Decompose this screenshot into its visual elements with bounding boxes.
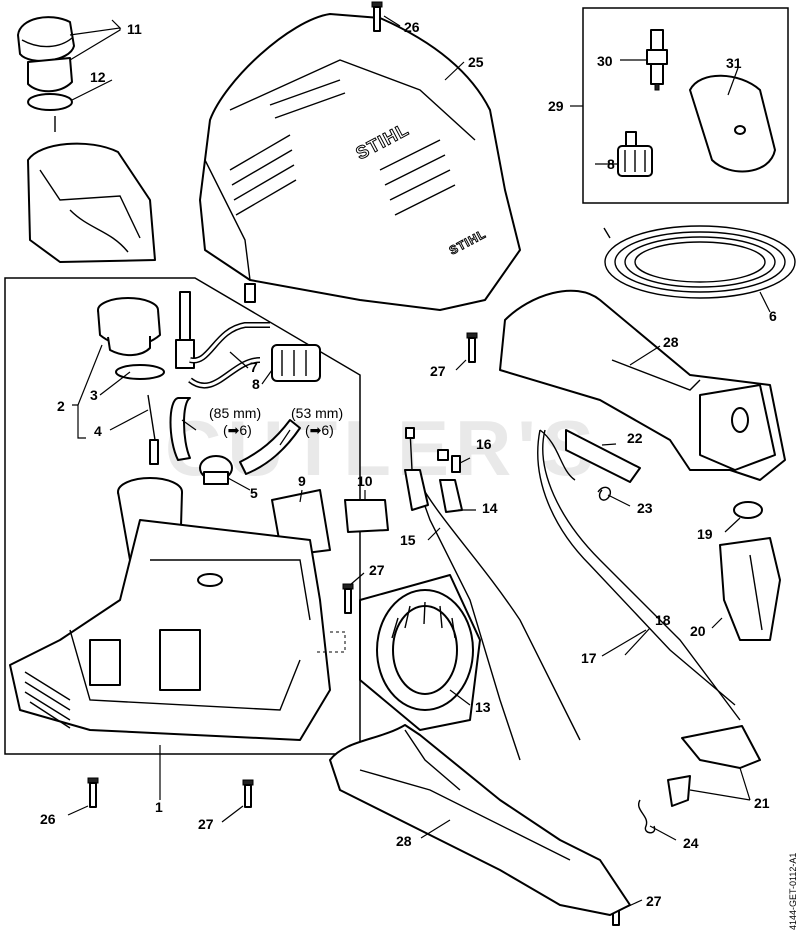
callout-22: 22 [627,430,643,446]
starter-rope [603,225,796,299]
callout-20: 20 [690,623,706,639]
cables [404,427,741,761]
pickup-weight [149,439,159,465]
hose-85mm [169,397,191,461]
callout-2: 2 [57,398,65,414]
callout-28-upper: 28 [663,334,679,350]
callout-31: 31 [726,55,742,71]
fuel-filter-kit [617,131,653,177]
primer-bulb [199,455,233,485]
callout-25: 25 [468,54,484,70]
hose-length-85: (85 mm) [209,405,261,421]
housing-group-frame [4,277,361,755]
callout-14: 14 [482,500,498,516]
torsion-spring [638,799,656,834]
switch-bar [565,429,641,483]
fuel-pickup [147,394,156,441]
handle-lower [329,724,631,916]
watermark-text: CUTLER'S [165,404,600,492]
callout-24: 24 [683,835,699,851]
screw-handle [466,332,478,363]
screw-top [371,1,383,32]
callout-26-top: 26 [404,19,420,35]
hose-53mm [239,419,301,475]
callout-4: 4 [94,423,102,439]
callout-15: 15 [400,532,416,548]
leader-lines [67,15,771,911]
handle-upper [499,289,786,481]
air-filter [689,74,776,173]
hose-ref-85: (➡6) [223,422,252,438]
callout-6: 6 [769,308,777,324]
grommet [733,501,763,519]
o-ring [115,364,165,380]
callout-12: 12 [90,69,106,85]
hose-ref-53: (➡6) [305,422,334,438]
callout-27-lower: 27 [646,893,662,909]
callout-1: 1 [155,799,163,815]
callout-9: 9 [298,473,306,489]
engine-cover: STIHL STIHL [199,13,521,311]
housing-grille [24,671,71,729]
callout-27-handle: 27 [430,363,446,379]
callout-23: 23 [637,500,653,516]
callout-29: 29 [548,98,564,114]
callout-27-bottom: 27 [198,816,214,832]
callout-7: 7 [250,359,258,375]
callout-17: 17 [581,650,597,666]
label-plate [344,499,389,533]
fuel-line-assembly [175,291,321,389]
throttle-trigger [667,775,691,807]
cover-vents [229,79,456,216]
callout-16: 16 [476,436,492,452]
callout-8-kit: 8 [607,156,615,172]
callout-19: 19 [697,526,713,542]
screw-bottom-left [87,777,99,808]
spark-plug [646,29,668,91]
callout-30: 30 [597,53,613,69]
callouts: 11 12 26 25 30 31 29 8 6 28 27 7 8 3 2 4… [40,19,777,909]
fan-shroud [359,574,481,731]
screw-bottom-mid [242,779,254,808]
callout-21: 21 [754,795,770,811]
callout-11: 11 [127,21,142,37]
callout-27-mid: 27 [369,562,385,578]
document-id: 4144-GET-0112-A1 [788,853,798,930]
spring-clip [597,486,612,501]
main-housing [9,477,331,741]
callout-26-bottom: 26 [40,811,56,827]
callout-13: 13 [475,699,491,715]
callout-28-lower: 28 [396,833,412,849]
callout-10: 10 [357,473,373,489]
dashed-connector [315,631,346,653]
callout-3: 3 [90,387,98,403]
callout-5: 5 [250,485,258,501]
tank-cap [97,297,161,356]
callout-18: 18 [655,612,671,628]
hose-length-53: (53 mm) [291,405,343,421]
bracket [719,537,781,641]
fuel-cap-detail [17,16,156,263]
callout-8: 8 [252,376,260,392]
switch-screw [451,455,461,473]
throttle-lever [681,725,761,769]
screw-mid [342,583,354,614]
